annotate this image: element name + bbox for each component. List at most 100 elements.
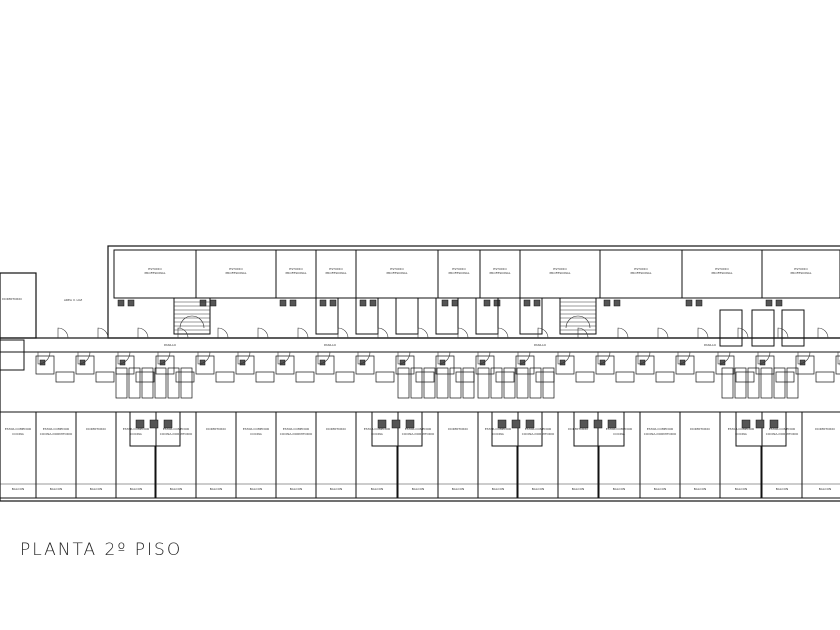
wc-fixture	[439, 359, 446, 366]
toilet-fixture	[765, 299, 773, 307]
studio-door	[577, 327, 589, 339]
wc-fixture	[639, 359, 646, 366]
wc-fixture	[159, 359, 166, 366]
room-label: COCINA	[12, 432, 25, 436]
studio-door	[137, 327, 149, 339]
unit-door	[797, 351, 811, 365]
unit-door	[317, 351, 331, 365]
apartment-unit	[639, 411, 681, 499]
studio-label: PROFESIONAL	[226, 271, 247, 275]
bath-fixture	[607, 419, 617, 429]
unit-door	[117, 351, 131, 365]
sink-fixture	[369, 299, 377, 307]
bathroom-box	[355, 355, 375, 375]
unit-door	[717, 351, 731, 365]
unit-door	[677, 351, 691, 365]
balcony-label: BALCON	[90, 487, 102, 491]
room-label: ESTAR-COMEDOR	[485, 427, 511, 431]
kitchen-counter	[375, 371, 395, 383]
storage-locker	[449, 367, 462, 399]
kitchen-counter	[55, 371, 75, 383]
sink-fixture	[775, 299, 783, 307]
corridor-label: PASILLO	[324, 343, 337, 347]
storage-locker	[529, 367, 542, 399]
studio-door	[57, 327, 69, 339]
bath-fixture	[405, 419, 415, 429]
bathroom-box	[835, 355, 840, 375]
bathroom-box	[475, 355, 495, 375]
room-label: ESTAR-COMEDOR	[728, 427, 754, 431]
wc-fixture	[239, 359, 246, 366]
balcony-label: BALCON	[819, 487, 831, 491]
bathroom-box	[315, 355, 335, 375]
apartment-unit	[597, 411, 641, 499]
sink-fixture	[533, 299, 541, 307]
apartment-unit	[275, 411, 317, 499]
studio-door	[617, 327, 629, 339]
studio-label: PROFESIONAL	[387, 271, 408, 275]
balcony-label: BALCON	[330, 487, 342, 491]
balcony-label: BALCON	[452, 487, 464, 491]
wc-fixture	[479, 359, 486, 366]
room-label: COCINA-DORMITORIO	[522, 432, 555, 436]
apartment-unit	[557, 411, 599, 499]
bathroom-box	[555, 355, 575, 375]
bath-fixture	[497, 419, 507, 429]
storage-locker	[490, 367, 503, 399]
stair-curve	[179, 315, 205, 329]
service-room	[435, 297, 459, 335]
unit-door	[77, 351, 91, 365]
toilet-fixture	[359, 299, 367, 307]
studio-label: ESTUDIO	[329, 267, 343, 271]
studio-door	[777, 327, 789, 339]
balcony-label: BALCON	[613, 487, 625, 491]
balcony-label: BALCON	[50, 487, 62, 491]
studio-label: ESTUDIO	[634, 267, 648, 271]
storage-locker	[462, 367, 475, 399]
upper-wing-outline	[107, 245, 840, 339]
studio-door	[297, 327, 309, 339]
service-room	[519, 297, 543, 335]
bathroom-box	[515, 355, 535, 375]
service-room	[395, 297, 419, 335]
bathroom-box	[155, 355, 175, 375]
annex-room	[0, 339, 25, 371]
kitchen-counter	[815, 371, 835, 383]
studio-door	[457, 327, 469, 339]
room-label: COCINA-DORMITORIO	[766, 432, 799, 436]
service-room	[751, 309, 775, 347]
toilet-fixture	[483, 299, 491, 307]
kitchen-counter	[335, 371, 355, 383]
bathroom-box	[595, 355, 615, 375]
kitchen-counter	[455, 371, 475, 383]
studio-label: ESTUDIO	[452, 267, 466, 271]
storage-locker	[786, 367, 799, 399]
room-label: ESTAR-COMEDOR	[364, 427, 390, 431]
room-label: COCINA-DORMITORIO	[402, 432, 435, 436]
room-label: ESTAR-COMEDOR	[647, 427, 673, 431]
service-room	[781, 309, 805, 347]
room-label: ESTAR-COMEDOR	[243, 427, 269, 431]
sink-fixture	[695, 299, 703, 307]
studio-door	[217, 327, 229, 339]
bath-fixture	[377, 419, 387, 429]
studio-door	[377, 327, 389, 339]
studio-unit	[761, 249, 840, 299]
wc-fixture	[359, 359, 366, 366]
studio-label: PROFESIONAL	[286, 271, 307, 275]
bathroom-box	[235, 355, 255, 375]
unit-door	[37, 351, 51, 365]
bathroom-box	[435, 355, 455, 375]
bathroom-box	[675, 355, 695, 375]
bath-fixture	[769, 419, 779, 429]
kitchen-counter	[175, 371, 195, 383]
light-well-label: AREA V. LUZ	[64, 298, 82, 302]
storage-locker	[436, 367, 449, 399]
balcony-label: BALCON	[12, 487, 24, 491]
room-label: DORMITORIO	[206, 427, 226, 431]
unit-door	[357, 351, 371, 365]
unit-door	[157, 351, 171, 365]
unit-door	[837, 352, 840, 365]
studio-door	[657, 327, 669, 339]
storage-locker	[503, 367, 516, 399]
